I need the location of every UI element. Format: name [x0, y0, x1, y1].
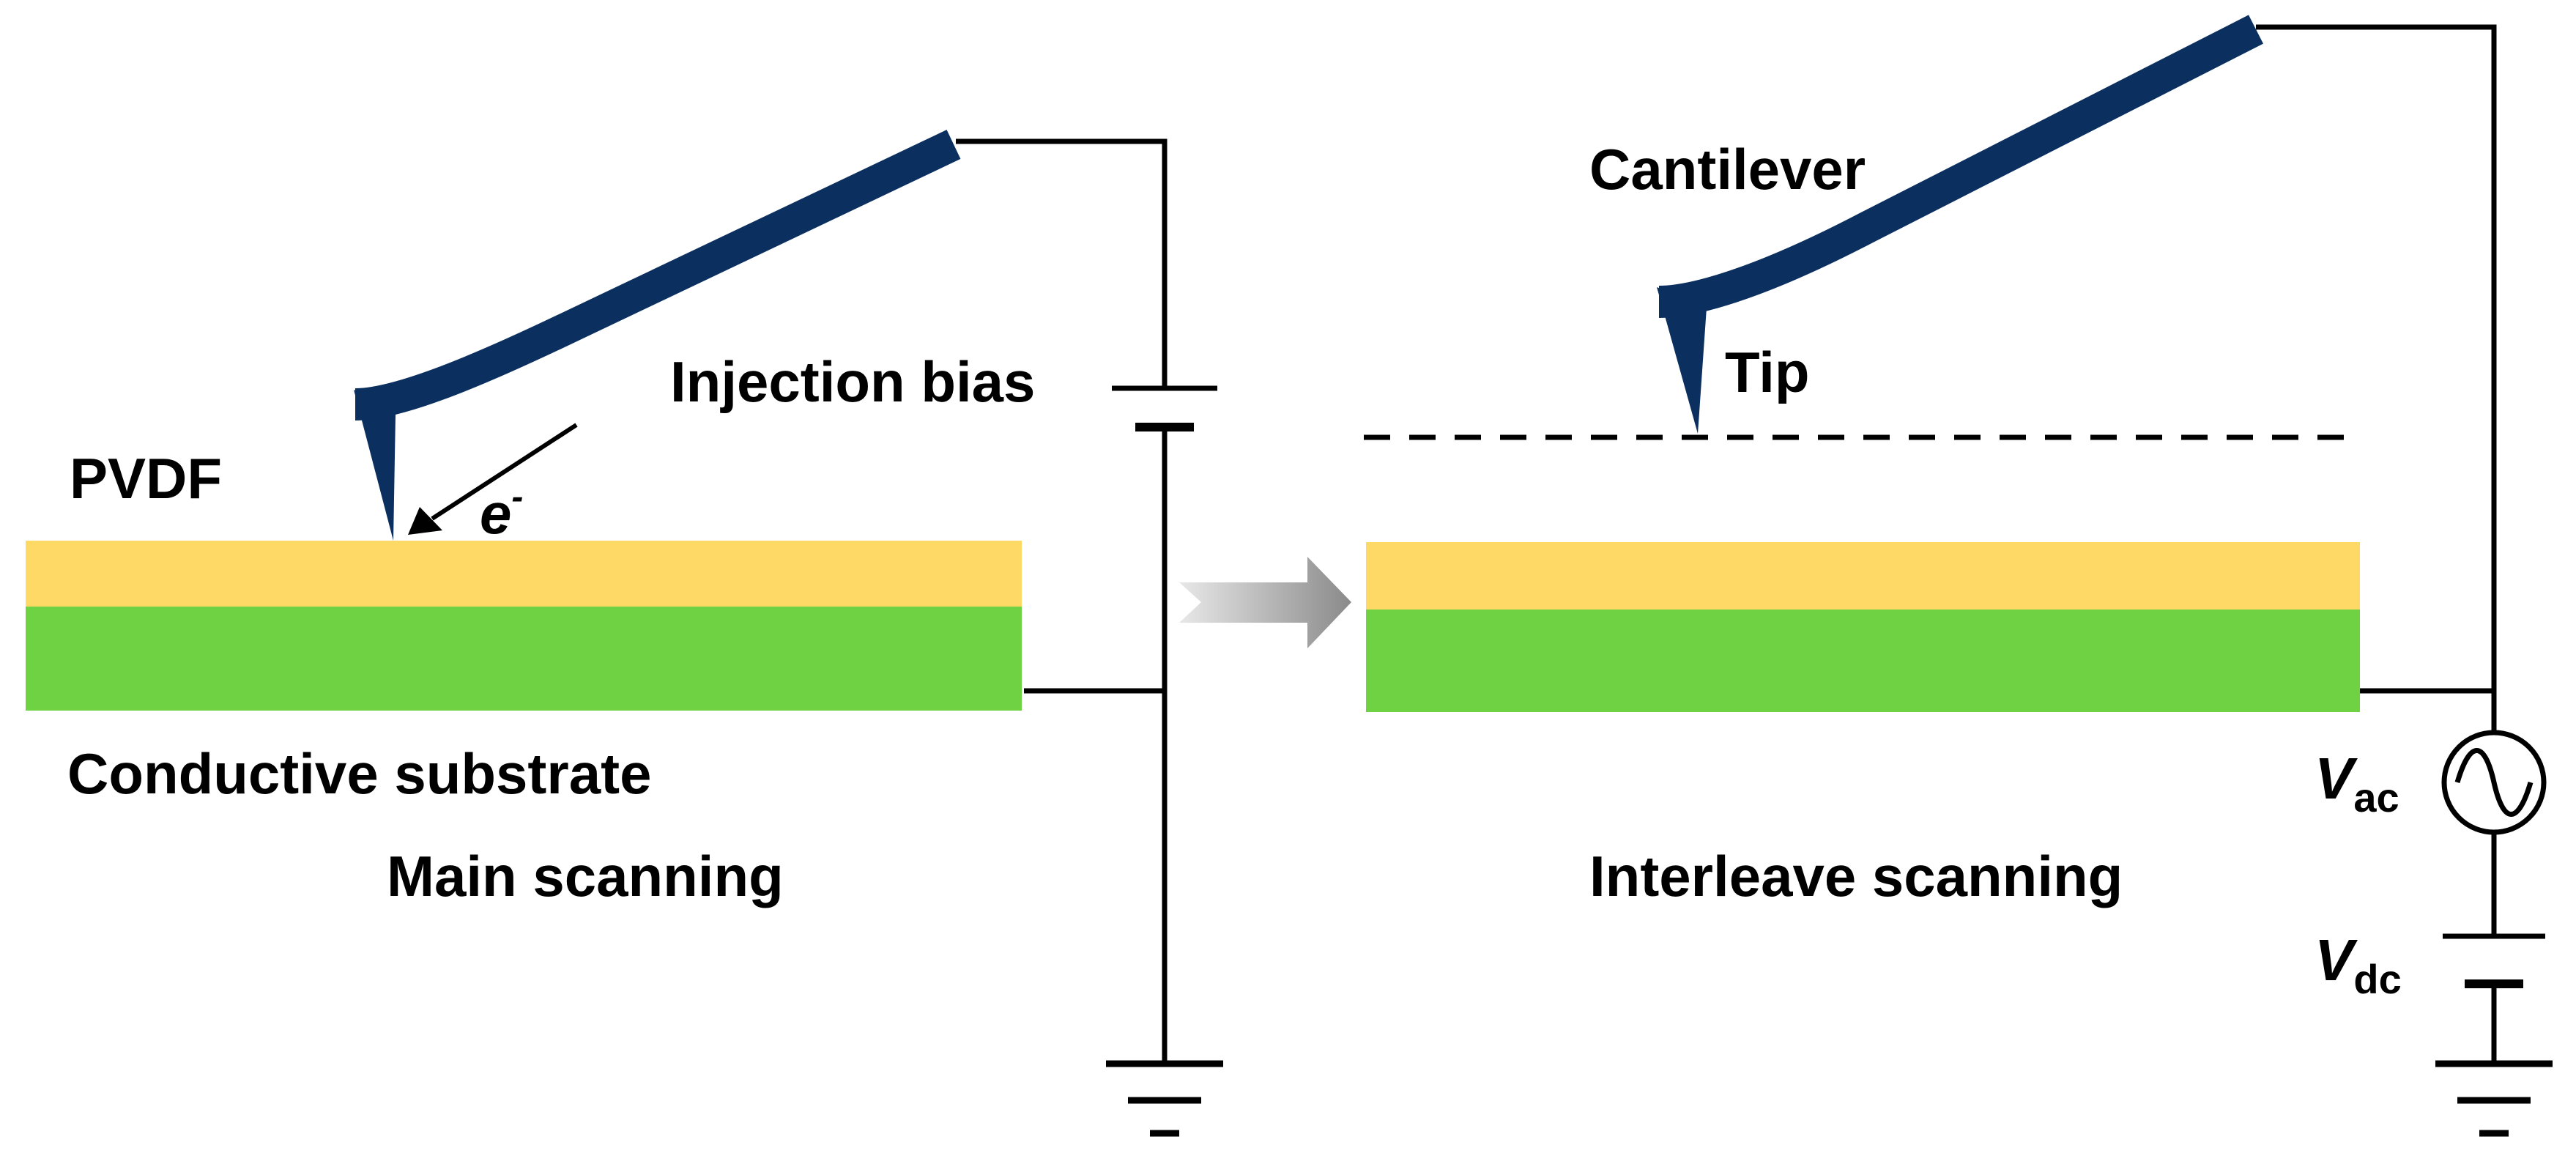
tip-left	[354, 390, 396, 541]
conductive-substrate-label: Conductive substrate	[67, 741, 651, 806]
pvdf-layer-right	[1366, 542, 2360, 610]
injection-circuit-wire	[956, 138, 1168, 388]
electron-label: e-	[480, 478, 523, 546]
conductive-substrate-layer	[26, 607, 1022, 711]
battery-icon	[2443, 933, 2545, 988]
pvdf-layer	[26, 541, 1022, 607]
main-scanning-label: Main scanning	[387, 844, 784, 908]
pvdf-label: PVDF	[70, 446, 222, 511]
electron-injection-arrow	[408, 423, 578, 535]
ground-icon	[1106, 1060, 1223, 1137]
interleave-scanning-panel: Cantilever Tip Interleave scanning Vac V…	[1364, 15, 2553, 1137]
vdc-label: Vdc	[2315, 927, 2402, 1002]
injection-bias-label: Injection bias	[670, 349, 1035, 414]
right-arrow-icon	[1179, 557, 1351, 648]
main-scanning-panel: PVDF e- Injection bias Conductive substr…	[26, 130, 1223, 1137]
tip-right	[1657, 287, 1707, 434]
vac-label: Vac	[2315, 746, 2399, 820]
tip-label: Tip	[1725, 340, 1810, 404]
ground-icon-right	[2435, 1060, 2553, 1137]
ac-source-icon	[2441, 730, 2547, 835]
conductive-substrate-layer-right	[1366, 610, 2360, 712]
detection-circuit-wire	[2256, 24, 2497, 733]
interleave-scanning-label: Interleave scanning	[1589, 844, 2123, 908]
cantilever-label: Cantilever	[1589, 137, 1866, 201]
